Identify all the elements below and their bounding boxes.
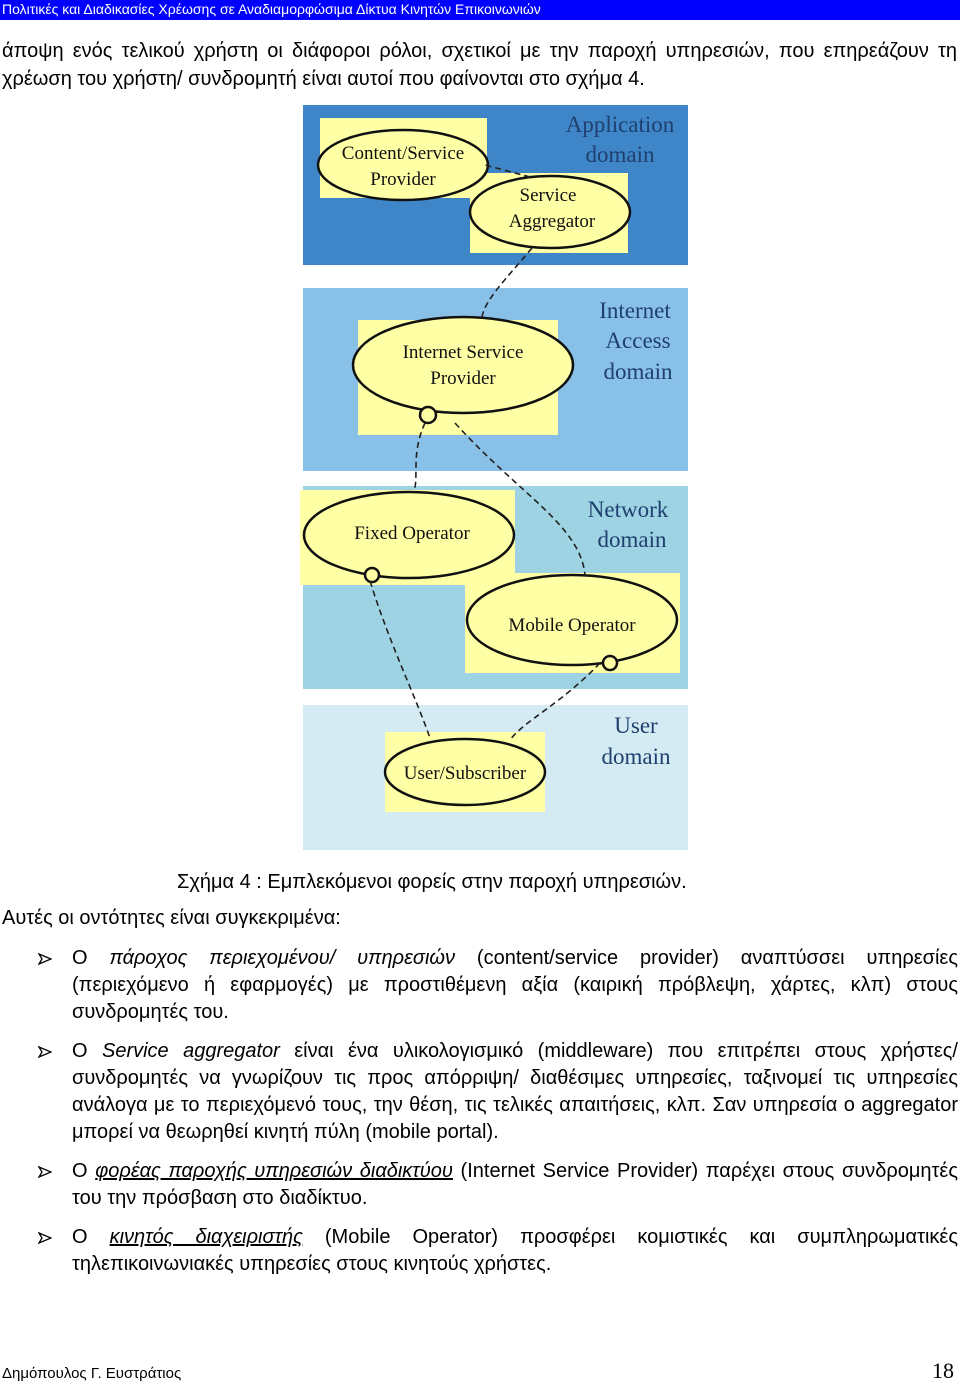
connector-aggregator-content — [484, 164, 531, 178]
page-header: Πολιτικές και Διαδικασίες Χρέωσης σε Ανα… — [0, 0, 960, 20]
connector-aggregator-isp — [481, 247, 533, 318]
arrowhead-bullet-icon — [38, 953, 52, 965]
network-domain-label-1: Network — [588, 497, 669, 522]
bullet-term: πάροχος περιεχομένου/ υπηρεσιών — [109, 947, 456, 969]
isp-cloud-tail — [418, 405, 438, 425]
aggregator-label-1: Service — [520, 185, 577, 206]
intro-paragraph: άποψη ενός τελικού χρήστη οι διάφοροι ρό… — [2, 40, 957, 90]
connector-isp-fixed — [412, 422, 426, 494]
bullet-prefix: Ο — [72, 1040, 102, 1062]
aggregator-cloud — [468, 174, 632, 250]
lead-sentence: Αυτές οι οντότητες είναι συγκεκριμένα: — [2, 907, 341, 929]
bullet-term: Service aggregator — [101, 1040, 280, 1062]
content-provider-label-2: Provider — [370, 169, 436, 190]
fixed-cloud-tail — [363, 566, 381, 584]
bullet-text: (Mobile Operator) προσφέρει κομιστικές κ… — [72, 1226, 958, 1275]
bullet-prefix: Ο — [72, 1226, 110, 1248]
user-cloud — [383, 737, 547, 807]
header-title: Πολιτικές και Διαδικασίες Χρέωσης σε Ανα… — [2, 1, 541, 17]
isp-label-2: Provider — [430, 368, 496, 389]
bullet-text: είναι ένα υλικολογισμικό (middleware) πο… — [72, 1040, 958, 1143]
roles-figure: Application domain Internet Access domai… — [300, 105, 688, 850]
user-subscriber-label: User/Subscriber — [404, 763, 527, 784]
user-domain-label-1: User — [614, 713, 658, 738]
list-item: Ο πάροχος περιεχομένου/ υπηρεσιών (conte… — [0, 945, 958, 1026]
footer-author: Δημόπουλος Γ. Ευστράτιος — [2, 1365, 182, 1382]
application-domain-label-2: domain — [586, 142, 655, 167]
mobile-operator-label: Mobile Operator — [508, 615, 636, 636]
internet-domain-label-3: domain — [604, 359, 673, 384]
page-number: 18 — [932, 1358, 954, 1383]
isp-cloud — [351, 315, 575, 415]
arrowhead-bullet-icon — [38, 1232, 52, 1244]
aggregator-label-2: Aggregator — [509, 211, 596, 232]
application-domain-label-1: Application — [566, 112, 675, 137]
bullet-text: (content/service provider) αναπτύσσει υπ… — [72, 947, 958, 1023]
content-provider-label-1: Content/Service — [342, 143, 464, 164]
connector-isp-mobile — [454, 422, 586, 576]
bullet-text: (Internet Service Provider) παρέχει στου… — [72, 1160, 958, 1209]
isp-label-1: Internet Service — [403, 342, 524, 363]
bullet-prefix: Ο — [72, 1160, 96, 1182]
list-item: Ο Service aggregator είναι ένα υλικολογι… — [0, 1038, 958, 1146]
list-item: Ο φορέας παροχής υπηρεσιών διαδικτύου (I… — [0, 1158, 958, 1212]
list-item: Ο κινητός διαχειριστής (Mobile Operator)… — [0, 1224, 958, 1278]
user-domain-label-2: domain — [602, 744, 671, 769]
arrowhead-bullet-icon — [38, 1166, 52, 1178]
mobile-cloud-tail — [601, 654, 619, 672]
internet-domain-label-2: Access — [605, 328, 670, 353]
network-domain-label-2: domain — [598, 527, 667, 552]
arrowhead-bullet-icon — [38, 1046, 52, 1058]
fixed-operator-label: Fixed Operator — [354, 523, 470, 544]
bullet-term: κινητός διαχειριστής — [109, 1226, 303, 1248]
bullet-term: φορέας παροχής υπηρεσιών διαδικτύου — [95, 1160, 453, 1182]
bullet-prefix: Ο — [72, 947, 110, 969]
connector-fixed-user — [369, 580, 431, 739]
internet-domain-label-1: Internet — [599, 298, 671, 323]
mobile-cloud — [465, 573, 679, 667]
figure-caption: Σχήμα 4 : Εμπλεκόμενοι φορείς στην παροχ… — [177, 871, 687, 893]
entity-list: Ο πάροχος περιεχομένου/ υπηρεσιών (conte… — [0, 945, 958, 1278]
fixed-cloud — [302, 490, 516, 580]
connector-mobile-user — [509, 662, 601, 741]
